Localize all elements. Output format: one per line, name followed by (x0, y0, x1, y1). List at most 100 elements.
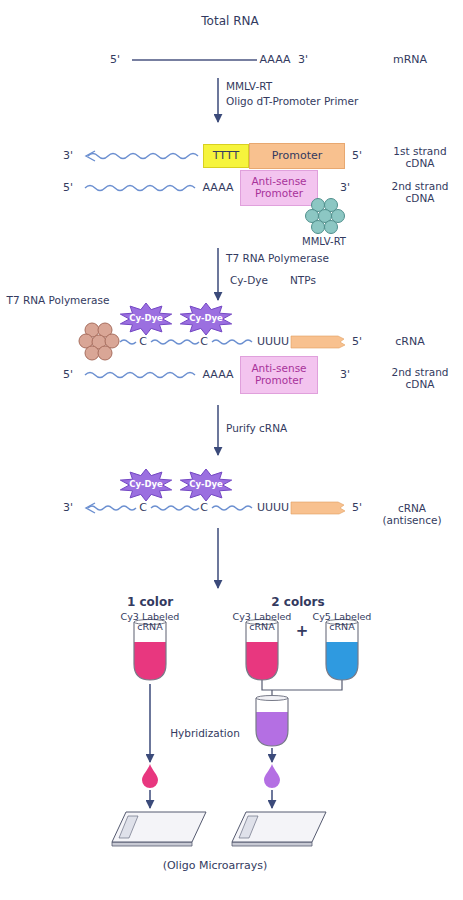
enzyme-subunit (98, 346, 112, 360)
slide-label-area (119, 816, 138, 838)
step-arrow (149, 684, 151, 762)
dye-star: Cy-Dye (178, 468, 234, 502)
star-shape (120, 303, 171, 335)
dye-star: Cy-Dye (118, 468, 174, 502)
tube-rim (256, 696, 288, 701)
diagram-label: C (200, 502, 208, 515)
tube-sample (246, 642, 278, 680)
microarray-slide (112, 812, 206, 842)
slide-edge (112, 842, 192, 846)
step-arrow (271, 790, 273, 808)
enzyme-subunit (319, 210, 332, 223)
enzyme-subunit (306, 210, 319, 223)
diagram-label: MMLV-RT (302, 236, 346, 248)
enzyme-subunit (312, 221, 325, 234)
node-text: Cy3 Labeled cRNA (226, 612, 298, 633)
node-text: Cy-Dye (189, 314, 223, 323)
crna-strand (151, 340, 199, 344)
enzyme-subunit (85, 346, 99, 360)
node-text: Cy3 Labeled cRNA (114, 612, 186, 633)
diagram-label: AAAA (259, 54, 290, 67)
strand-arrow-head (86, 503, 95, 513)
diagram-label: 5' (63, 182, 73, 195)
diagram-label: 3' (340, 182, 350, 195)
diagram-label: Cy-Dye (230, 274, 268, 286)
diagram-label: 3' (63, 502, 73, 515)
promoter-box: Promoter (249, 143, 345, 169)
enzyme-subunit (92, 335, 106, 349)
enzyme-subunit (325, 199, 338, 212)
diagram-label: + (296, 623, 309, 640)
diagram-label: 3' (340, 369, 350, 382)
step-arrow (217, 528, 219, 588)
enzyme-subunit (98, 323, 112, 337)
node-text: Cy-Dye (189, 480, 223, 489)
diagram-label: cRNA (395, 336, 424, 349)
diagram-label: Purify cRNA (226, 422, 287, 434)
diagram-label: 1 color (127, 596, 173, 610)
star-shape (180, 469, 231, 501)
crna-strand (212, 340, 252, 344)
t7-polymerase (79, 323, 119, 360)
enzyme-subunit (105, 334, 119, 348)
step-arrow (149, 790, 151, 808)
diagram-label: 5' (110, 54, 120, 67)
dye-star: Cy-Dye (178, 302, 234, 336)
primer-box: TTTT (203, 144, 249, 168)
diagram-label: cRNA (antisence) (375, 502, 449, 526)
crna-strand (212, 506, 252, 510)
tube-sample (326, 642, 358, 680)
tube-sample (134, 642, 166, 680)
diagram-label: MMLV-RT (226, 80, 272, 92)
node-text: Anti-sense Promoter (241, 363, 317, 386)
enzyme-subunit (79, 334, 93, 348)
diagram-label: C (139, 502, 147, 515)
slide-edge (232, 842, 312, 846)
mixing-tube (256, 698, 288, 746)
diagram-label: T7 RNA Polymerase (226, 252, 329, 264)
cdna-strand (85, 186, 195, 191)
diagram-label: AAAA (202, 182, 233, 195)
cdna-strand (88, 154, 198, 159)
mrna-strand (132, 59, 257, 60)
diagram-label: 2nd strand cDNA (389, 366, 451, 390)
diagram-label: 1st strand cDNA (389, 145, 451, 169)
diagram-label: 3' (63, 150, 73, 163)
crna-strand (151, 506, 199, 510)
diagram-label: 5' (352, 336, 362, 349)
node-text: Cy5 Labeled cRNA (306, 612, 378, 633)
antisense-promoter-box: Anti-sense Promoter (240, 356, 318, 394)
diagram-label: 5' (63, 369, 73, 382)
star-shape (180, 303, 231, 335)
sample-tube: Cy3 Labeled cRNA (226, 612, 298, 682)
diagram-label: C (200, 336, 208, 349)
crna-strand (88, 506, 136, 510)
diagram-label: UUUU (257, 502, 289, 515)
microarray-slide (232, 812, 326, 842)
enzyme-subunit (85, 323, 99, 337)
promoter-fragment (291, 502, 345, 514)
mixing-line (262, 680, 342, 697)
diagram-label: 2 colors (271, 596, 324, 610)
sample-droplet (142, 764, 158, 788)
diagram-label: AAAA (202, 369, 233, 382)
sample-tube: Cy5 Labeled cRNA (306, 612, 378, 682)
diagram-label: 2nd strand cDNA (389, 180, 451, 204)
cdna-strand (85, 373, 195, 378)
sample-tube: Cy3 Labeled cRNA (114, 612, 186, 682)
diagram-label: Total RNA (201, 15, 258, 29)
diagram-label: C (139, 336, 147, 349)
enzyme-subunit (325, 221, 338, 234)
slide-label-area (239, 816, 258, 838)
enzyme-subunit (332, 210, 345, 223)
node-text: Cy-Dye (129, 480, 163, 489)
dye-star: Cy-Dye (118, 302, 174, 336)
crna-strand (120, 340, 136, 344)
diagram-label: Oligo dT-Promoter Primer (226, 95, 358, 107)
diagram-label: 5' (352, 502, 362, 515)
diagram-label: mRNA (393, 54, 427, 67)
step-arrow (217, 248, 219, 300)
